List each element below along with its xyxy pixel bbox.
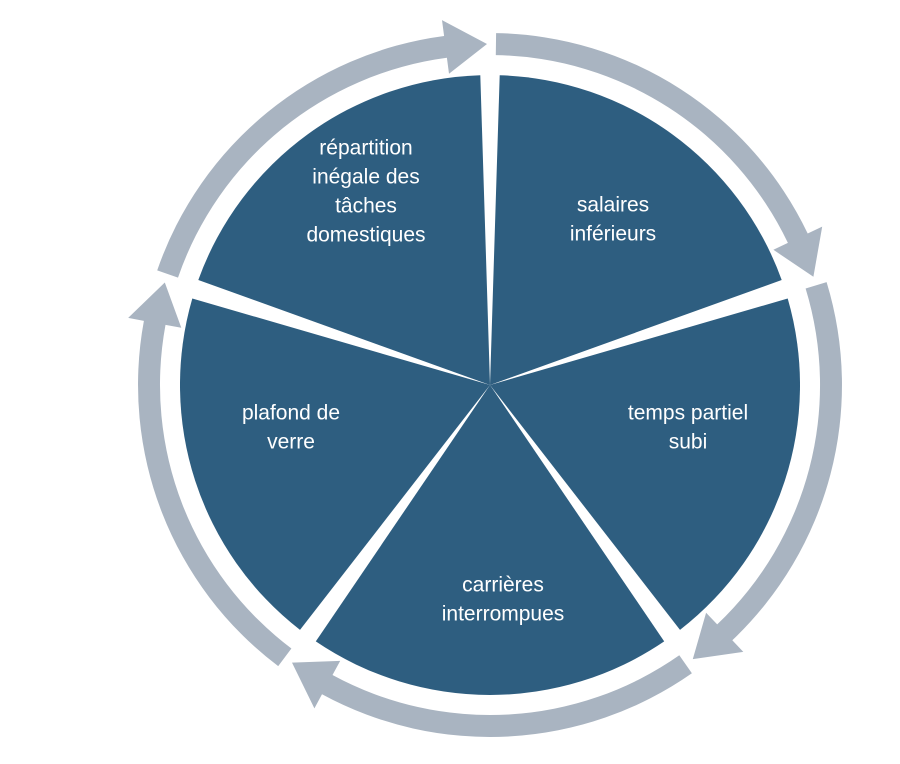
segment-temps-partiel bbox=[490, 298, 800, 630]
segment-label-line: temps partiel bbox=[628, 402, 748, 425]
cycle-labels: salaires inférieurs temps partiel subi carri… bbox=[242, 137, 748, 626]
arrow-salaires bbox=[495, 33, 823, 277]
segment-label-line: subi bbox=[669, 431, 708, 454]
segment-salaires bbox=[490, 75, 782, 385]
segment-label-line: répartition bbox=[319, 137, 412, 160]
segment-label-line: verre bbox=[267, 431, 315, 454]
segment-plafond bbox=[180, 298, 491, 630]
arrow-plafond bbox=[128, 282, 292, 667]
segment-label-line: salaires bbox=[577, 194, 649, 217]
segment-label-repartition: répartition inégale des tâches domestiques bbox=[306, 137, 425, 247]
segment-label-line: domestiques bbox=[306, 224, 425, 247]
segment-label-plafond: plafond de verre bbox=[242, 402, 340, 454]
cycle-segments bbox=[180, 75, 800, 695]
segment-label-line: inégale des bbox=[312, 166, 419, 189]
arrow-carrieres bbox=[292, 655, 692, 737]
segment-label-line: inférieurs bbox=[570, 223, 656, 246]
arrow-repartition bbox=[157, 20, 487, 278]
cycle-arrows bbox=[128, 20, 842, 737]
segment-label-line: carrières bbox=[462, 574, 544, 597]
segment-label-line: plafond de bbox=[242, 402, 340, 425]
segment-label-line: interrompues bbox=[442, 603, 565, 626]
segment-label-carrieres: carrières interrompues bbox=[442, 574, 565, 626]
segment-carrieres bbox=[315, 385, 665, 695]
segment-repartition bbox=[198, 75, 491, 385]
segment-label-salaires: salaires inférieurs bbox=[570, 194, 656, 246]
segment-label-temps-partiel: temps partiel subi bbox=[628, 402, 748, 454]
arrow-temps-partiel bbox=[692, 282, 842, 660]
segment-label-line: tâches bbox=[335, 195, 397, 218]
